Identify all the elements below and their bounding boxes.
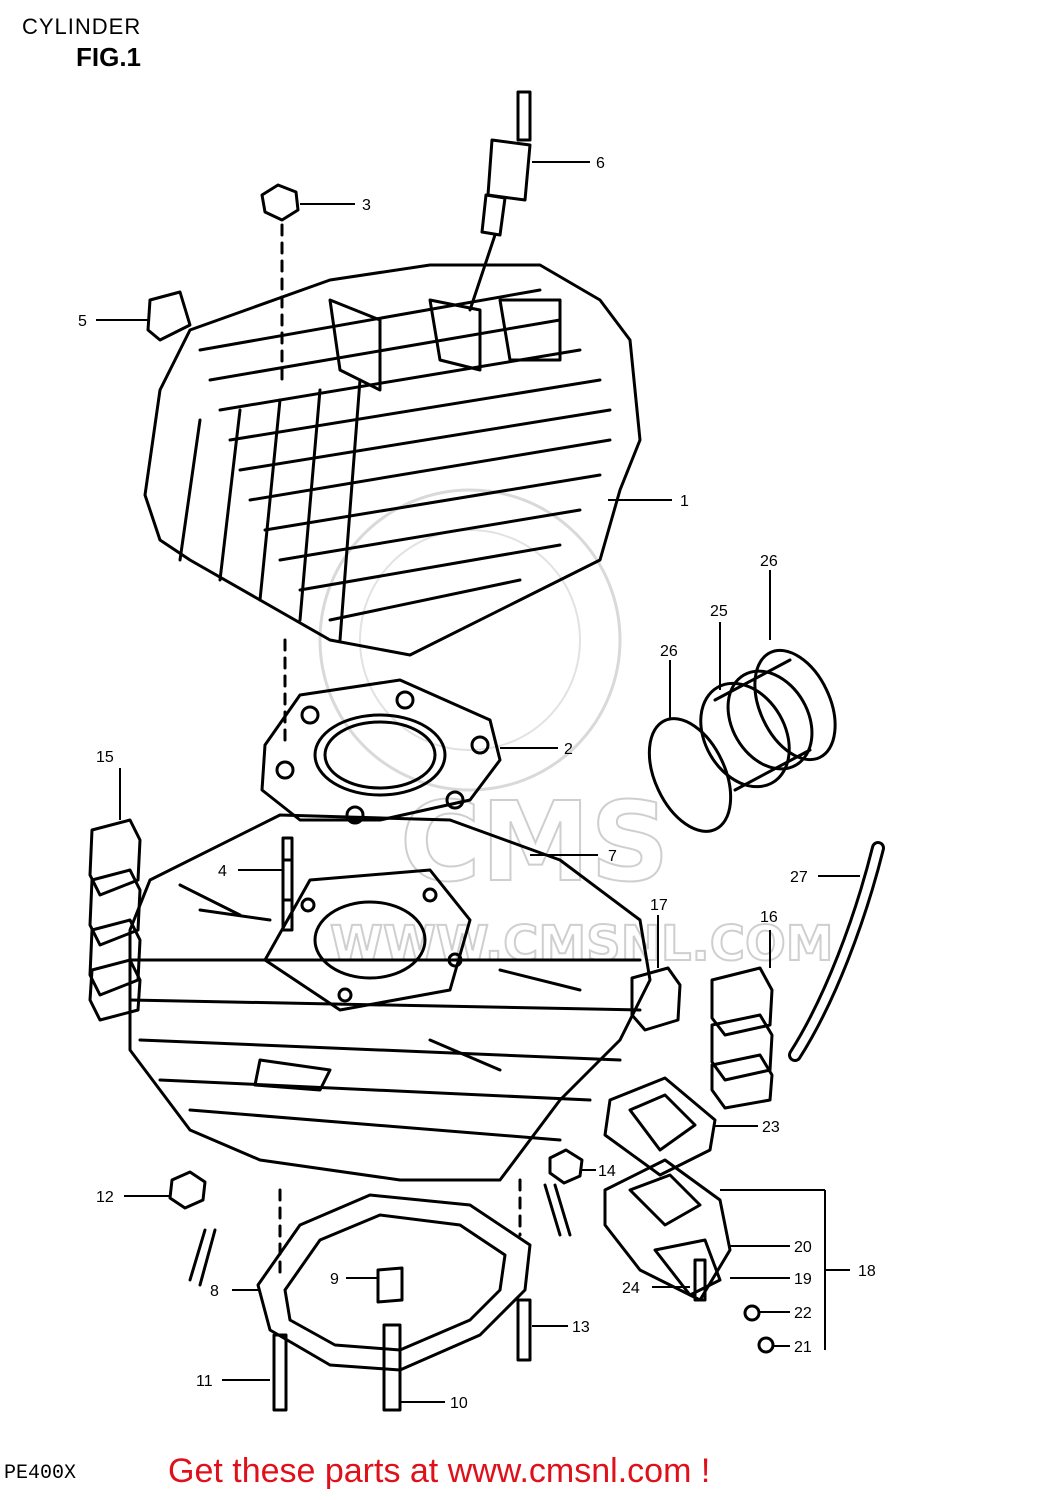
callout-14: 14 [598,1163,616,1180]
callout-23: 23 [762,1119,780,1136]
nut-part-14 [548,1148,584,1185]
watermark-url: WWW.CMSNL.COM [330,916,834,972]
callout-7: 7 [608,848,617,865]
watermark: CMS WWW.CMSNL.COM [318,488,835,973]
nut-part-12 [168,1170,207,1210]
stud-bolt-part-4 [281,836,294,932]
stud-part-13 [516,1298,532,1362]
callout-2: 2 [564,741,573,758]
callout-26-right: 26 [760,553,778,570]
clamp-part-26-left [647,717,733,833]
promo-link[interactable]: Get these parts at www.cmsnl.com ! [168,1452,711,1490]
callout-22: 22 [794,1305,812,1322]
callout-4: 4 [218,863,227,880]
head-gasket [260,638,502,825]
dowel-pin-part-9 [376,1266,404,1304]
damper-stack-part-16 [710,966,774,1110]
callout-8: 8 [210,1283,219,1300]
callout-27: 27 [790,869,808,886]
cylinder-block [128,813,652,1182]
callout-12: 12 [96,1189,114,1206]
callout-16: 16 [760,909,778,926]
model-code: PE400X [4,1462,77,1485]
leader-lines [96,161,860,1403]
callout-25: 25 [710,603,728,620]
callout-24: 24 [622,1280,640,1297]
callout-10: 10 [450,1395,468,1412]
stud-part-10 [382,1323,402,1412]
stud-part-11 [272,1333,288,1412]
callout-11: 11 [196,1373,213,1390]
callout-13: 13 [572,1319,590,1336]
cylinder-head [143,263,642,657]
callout-19: 19 [794,1271,812,1288]
callout-15: 15 [96,749,114,766]
damper-part-17 [630,966,682,1032]
callout-3: 3 [362,197,371,214]
base-gasket-part-8 [256,1178,532,1372]
callout-21: 21 [794,1339,812,1356]
callout-17: 17 [650,897,668,914]
callout-20: 20 [794,1239,812,1256]
callout-1: 1 [680,493,689,510]
reed-valve-part-18 [603,1158,775,1354]
spark-plug [468,90,532,312]
cap-part-5 [146,290,192,342]
watermark-brand: CMS [400,778,669,906]
figure-label: FIG.1 [76,42,142,72]
callout-6: 6 [596,155,605,172]
callout-9: 9 [330,1271,339,1288]
damper-stack-part-15 [88,818,142,1022]
callout-5: 5 [78,313,87,330]
callout-18: 18 [858,1263,876,1280]
diagram-title: CYLINDER [22,14,142,39]
intake-pipe-part-25 [699,658,814,792]
reed-gasket-part-23 [603,1076,717,1177]
callout-26-left: 26 [660,643,678,660]
nut-part-3 [260,183,300,222]
clamp-part-26-right [753,648,837,762]
